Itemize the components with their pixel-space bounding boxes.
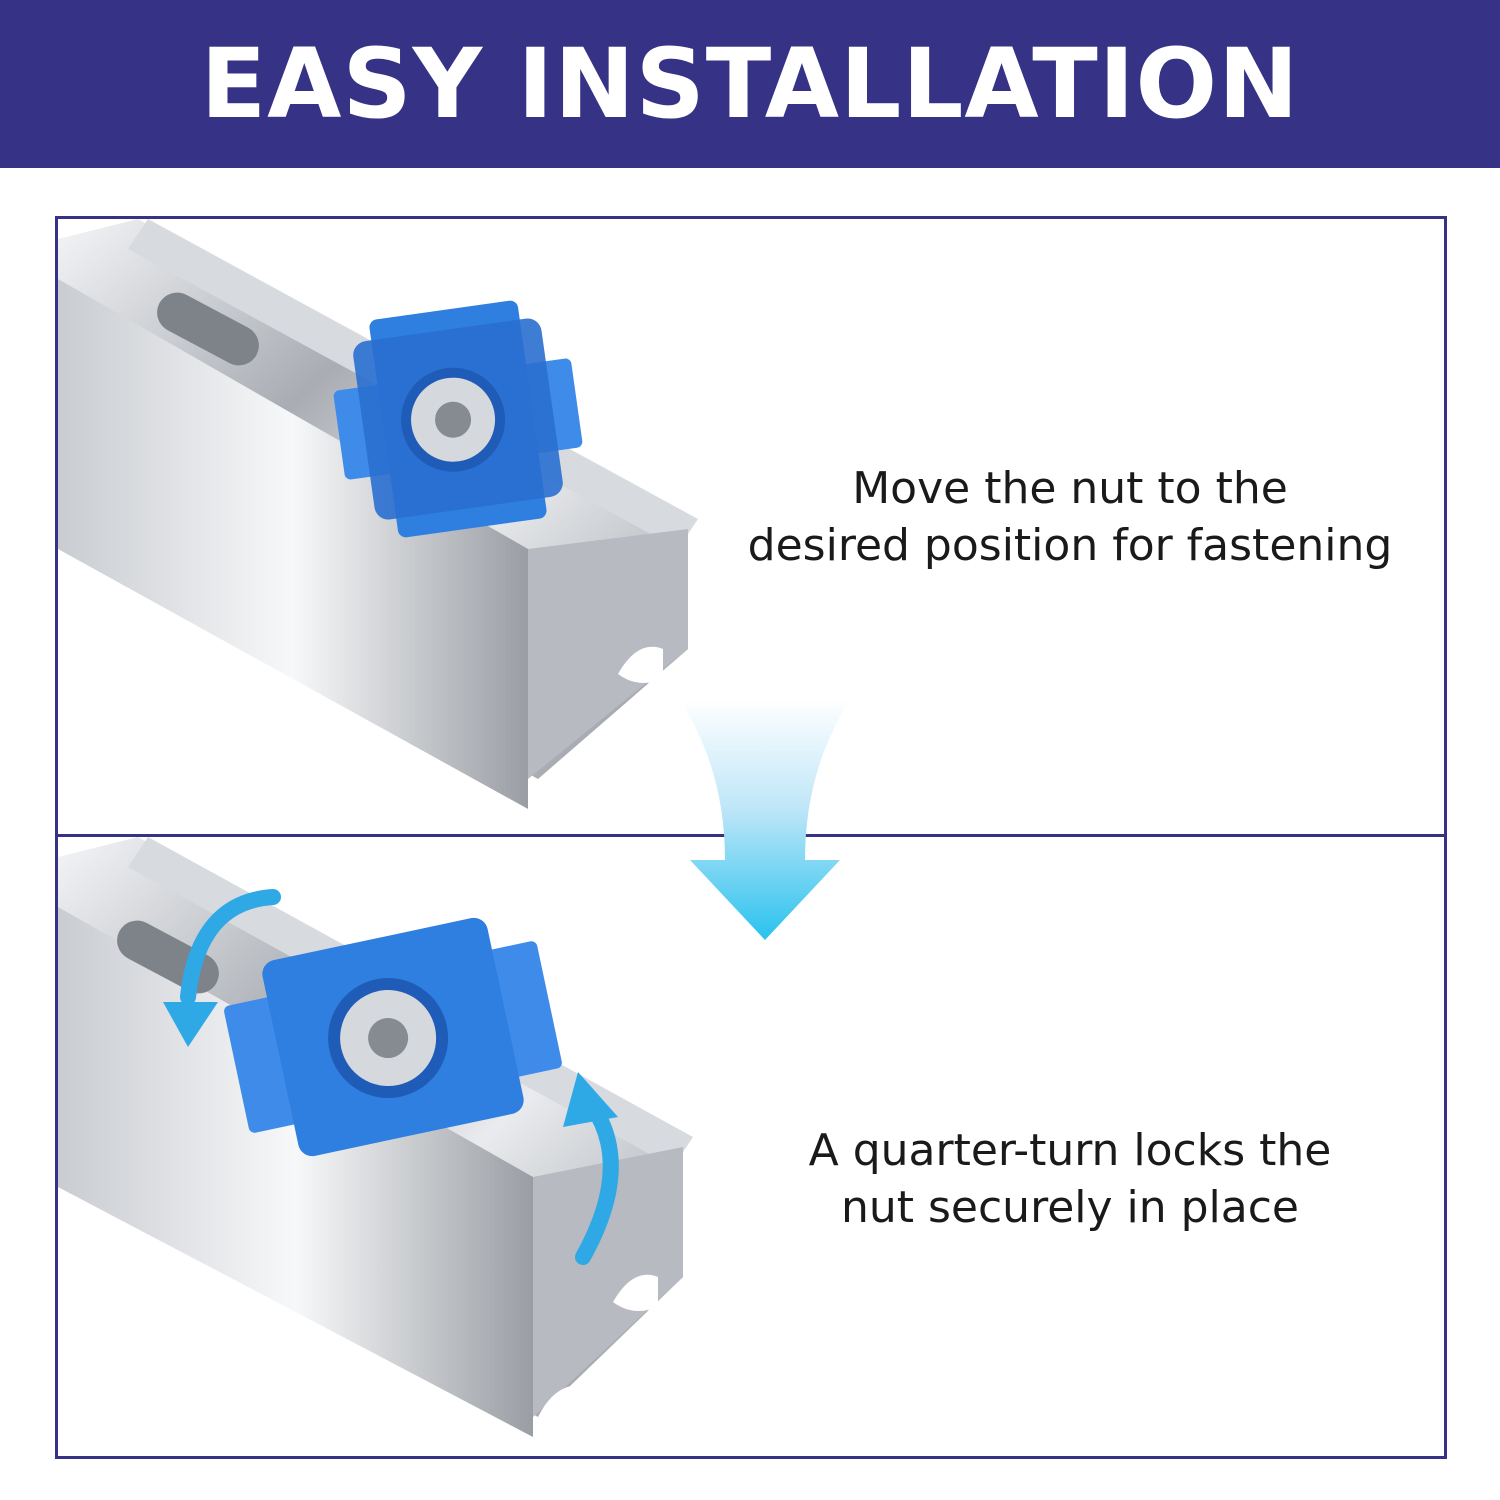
step-1-line-2: desired position for fastening bbox=[747, 520, 1393, 571]
header-banner: EASY INSTALLATION bbox=[0, 0, 1500, 168]
rotate-arrow-head-top bbox=[163, 1002, 218, 1047]
step-2-instruction: A quarter-turn locks the nut securely in… bbox=[720, 1122, 1420, 1236]
rotate-arrow-icon bbox=[180, 889, 619, 1265]
rail-nut-illustration-step-2 bbox=[58, 837, 693, 1437]
step-2-line-1: A quarter-turn locks the bbox=[808, 1125, 1332, 1176]
rotate-arrow-head-bottom bbox=[563, 1072, 618, 1127]
step-2-line-2: nut securely in place bbox=[840, 1182, 1299, 1233]
nut-clip-rotated bbox=[224, 917, 562, 1157]
step-1-instruction: Move the nut to the desired position for… bbox=[720, 460, 1420, 574]
step-1-line-1: Move the nut to the bbox=[852, 463, 1288, 514]
down-arrow-icon bbox=[680, 700, 850, 940]
page-title: EASY INSTALLATION bbox=[200, 28, 1300, 140]
instruction-frame bbox=[55, 216, 1447, 1459]
rail-nut-illustration-step-1 bbox=[58, 219, 698, 809]
nut-clip bbox=[333, 300, 583, 538]
